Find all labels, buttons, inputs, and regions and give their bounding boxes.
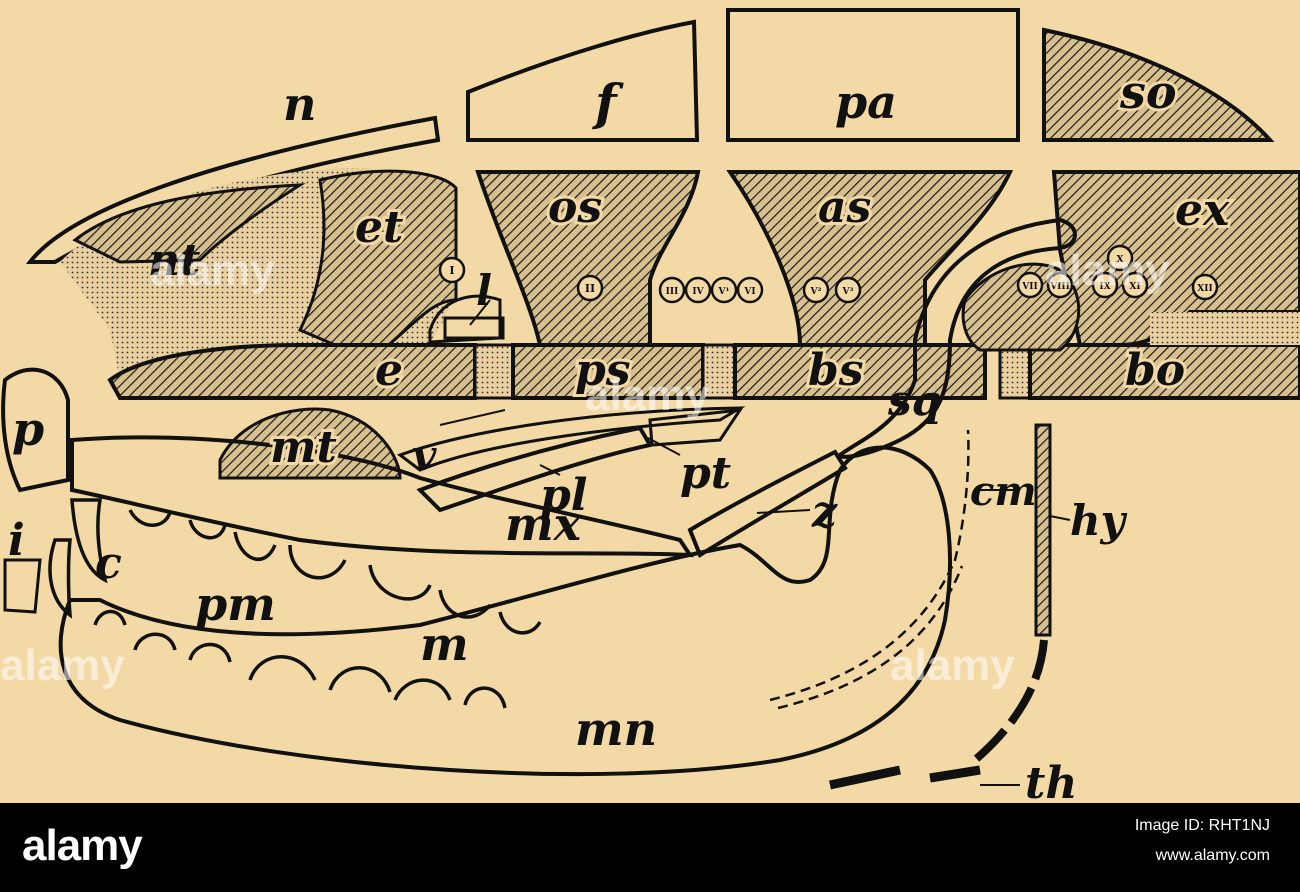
label-hyoid: hy (1070, 496, 1128, 545)
nerve-label: I (449, 264, 454, 277)
label-basisphenoid: bs (808, 345, 864, 396)
ethmo-turbinal (297, 169, 458, 362)
label-orbitosphenoid: os (548, 182, 602, 233)
frontal-bone (466, 19, 700, 142)
watermarks: alamy alamy alamy alamy alamy (0, 246, 1170, 690)
label-ethmoturbinal: et (355, 202, 403, 253)
label-mandible: mn (575, 702, 657, 756)
label-nasoturbinal: nt (148, 235, 200, 286)
lower-canine (48, 538, 73, 619)
premaxilla (1, 367, 70, 493)
nerve-label: XII (1197, 284, 1212, 294)
nerve-label: III (666, 287, 679, 297)
label-palatine: pl (540, 470, 587, 521)
nerve-foramina (438, 244, 1219, 304)
pterygoid (648, 408, 744, 447)
label-thyroid: th (1025, 758, 1077, 803)
label-molar: m (420, 617, 469, 671)
label-jugal: z (811, 487, 838, 538)
synchondrosis-3 (998, 343, 1032, 400)
synchondrosis-2 (701, 343, 737, 400)
watermark-text: alamy (0, 641, 125, 690)
canine (70, 498, 108, 584)
ethmoid-floor (107, 343, 477, 400)
label-pterygoid: pt (680, 448, 731, 499)
nerve-label: V¹ (718, 287, 730, 297)
palatine (416, 425, 654, 513)
label-columella: cm (970, 468, 1037, 515)
label-supraoccipital: so (1119, 65, 1177, 119)
nerve-label: V³ (842, 287, 854, 297)
label-incisor: i (8, 515, 25, 566)
nerve-label: V² (810, 287, 822, 297)
image-id: Image ID: RHT1NJ (1134, 817, 1270, 834)
incisor (3, 558, 42, 614)
nerve-label: X (1117, 255, 1124, 265)
synchondrosis-1 (473, 343, 515, 400)
label-parietal: pa (835, 75, 897, 129)
label-canine: c (95, 538, 122, 589)
vomer (396, 406, 746, 472)
supraoccipital-bone (1042, 27, 1275, 142)
basioccipital (1028, 343, 1300, 400)
squamosal (837, 217, 1077, 459)
label-maxilla: mx (505, 497, 582, 551)
watermark-text: alamy (585, 371, 710, 420)
label-premaxilla: p (12, 402, 44, 456)
jugal (687, 449, 848, 558)
naso-turbinal (72, 183, 306, 264)
skull-diagram: I II III IV V¹ VI V² V³ VII VIII IX X XI… (0, 8, 1300, 803)
parietal-bone (726, 8, 1020, 142)
upper-teeth (128, 509, 542, 635)
nerve-label: II (585, 282, 595, 295)
brand-logo[interactable]: alamy (22, 821, 143, 870)
nerve-label: VII (1021, 282, 1037, 292)
site-url[interactable]: www.alamy.com (1155, 847, 1270, 864)
thyroid (829, 765, 981, 790)
label-alisphenoid: as (818, 182, 871, 233)
label-vomer: v (412, 431, 437, 480)
label-squamosal: sq (887, 376, 941, 425)
nerve-labels: I II III IV V¹ VI V² V³ VII VIII IX X XI… (449, 255, 1212, 297)
nerve-label: VIII (1049, 282, 1070, 292)
label-nasal: n (283, 77, 316, 131)
mandible (58, 445, 952, 777)
footer-bar: alamy Image ID: RHT1NJ www.alamy.com (0, 803, 1300, 892)
label-lacrimal: l (476, 266, 492, 315)
label-ethmoid: e (375, 345, 403, 396)
nerve-label: IV (692, 287, 704, 297)
lower-teeth (93, 609, 507, 709)
label-basioccipital: bo (1125, 345, 1185, 396)
nerve-label: IX (1099, 282, 1110, 292)
nerve-label: VI (743, 287, 755, 297)
hyoid-lower (972, 639, 1048, 764)
label-maxilloturbinal: mt (270, 422, 337, 473)
hyoid-upper (1034, 423, 1052, 637)
watermark-text: alamy (890, 641, 1015, 690)
label-presphenoid: ps (575, 345, 631, 396)
lacrimal-box (443, 316, 505, 340)
meckels-cartilage (769, 429, 970, 710)
label-exoccipital: ex (1175, 185, 1230, 236)
watermark-text: alamy (1045, 246, 1170, 295)
label-premolar: pm (195, 577, 276, 631)
nerve-label: XI (1129, 282, 1140, 292)
watermark-text: alamy (150, 246, 275, 295)
otic-cartilage (1150, 312, 1300, 345)
